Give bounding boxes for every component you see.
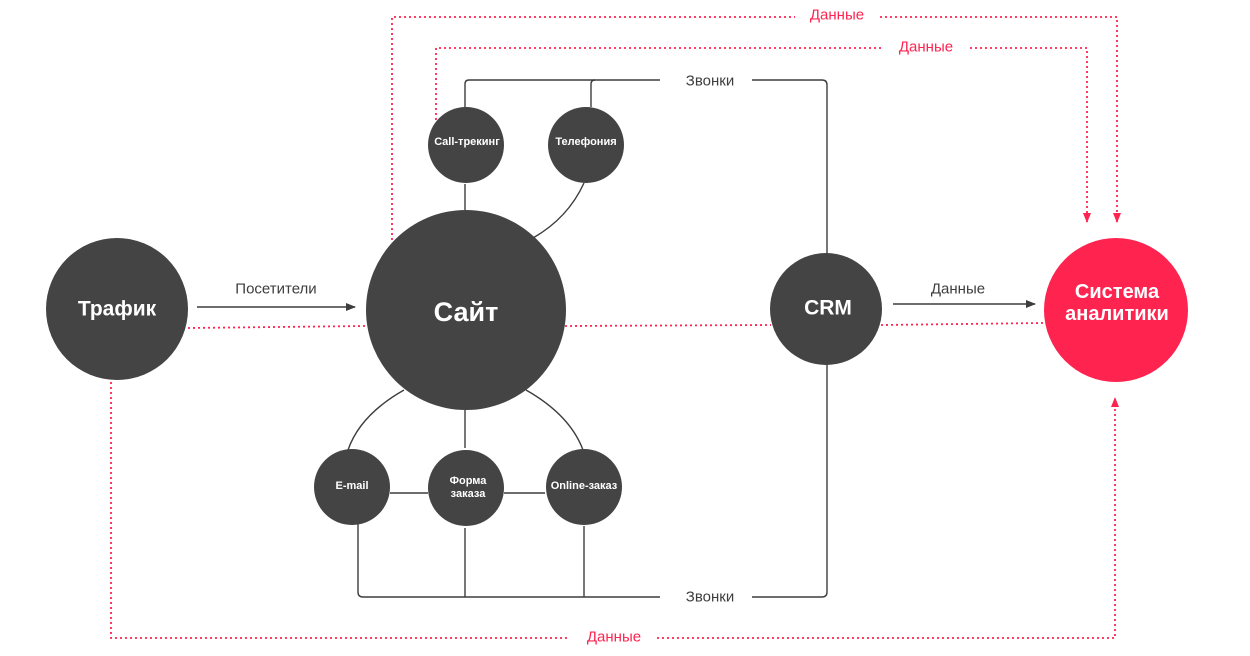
data-line-crm-analytics <box>880 322 1045 326</box>
visitors-label: Посетители <box>235 281 316 298</box>
email-down-line <box>357 524 660 598</box>
site-online-arc <box>525 389 584 451</box>
telephony-node: Телефония <box>548 107 624 183</box>
telephony-label: Телефония <box>555 136 616 148</box>
crm-node: CRM <box>770 253 882 365</box>
crm-label: CRM <box>804 297 852 320</box>
traffic-label: Трафик <box>78 298 157 321</box>
data-top-inner-label: Данные <box>899 39 953 56</box>
calls-connectors <box>197 79 1036 598</box>
data-bottom-line <box>110 382 1115 639</box>
analytics-circle <box>1044 238 1188 382</box>
traffic-circle <box>46 238 188 380</box>
calls-top-line <box>464 79 660 107</box>
data-line-traffic-site <box>187 325 367 329</box>
call-tracking-node: Call-трекинг <box>428 107 504 183</box>
data-flow-lines <box>110 16 1117 639</box>
data-bottom-label: Данные <box>587 629 641 646</box>
analytics-label-line1: Система <box>1075 281 1160 303</box>
online-order-circle <box>546 449 622 525</box>
order-form-label-line2: заказа <box>451 488 487 500</box>
telephony-circle <box>548 107 624 183</box>
data-line-site-crm <box>564 324 772 327</box>
calls-bottom-label: Звонки <box>686 589 734 606</box>
site-email-arc <box>347 389 405 451</box>
call-tracking-circle <box>428 107 504 183</box>
order-form-node: Форма заказа <box>428 450 504 526</box>
telephony-site-link <box>532 182 585 239</box>
analytics-label-line2: аналитики <box>1065 303 1169 325</box>
calls-top-to-crm <box>752 79 828 255</box>
calls-top-label: Звонки <box>686 73 734 90</box>
online-order-node: Online-заказ <box>546 449 622 525</box>
data-top-inner-line <box>435 47 1087 222</box>
crm-circle <box>770 253 882 365</box>
email-circle <box>314 449 390 525</box>
online-order-label: Online-заказ <box>551 480 618 492</box>
crm-data-label: Данные <box>931 281 985 298</box>
data-top-outer-label: Данные <box>810 7 864 24</box>
email-node: E-mail <box>314 449 390 525</box>
order-form-circle <box>428 450 504 526</box>
data-top-outer-line <box>391 16 1117 240</box>
telephony-top-line <box>590 79 596 107</box>
call-tracking-label: Call-трекинг <box>434 136 500 148</box>
traffic-node: Трафик <box>46 238 188 380</box>
site-label: Сайт <box>434 297 499 327</box>
site-circle <box>366 210 566 410</box>
site-node: Сайт <box>366 210 566 410</box>
analytics-node: Система аналитики <box>1044 238 1188 382</box>
order-form-label-line1: Форма <box>450 475 488 487</box>
calls-bottom-to-crm <box>752 364 828 598</box>
email-label: E-mail <box>335 480 368 492</box>
